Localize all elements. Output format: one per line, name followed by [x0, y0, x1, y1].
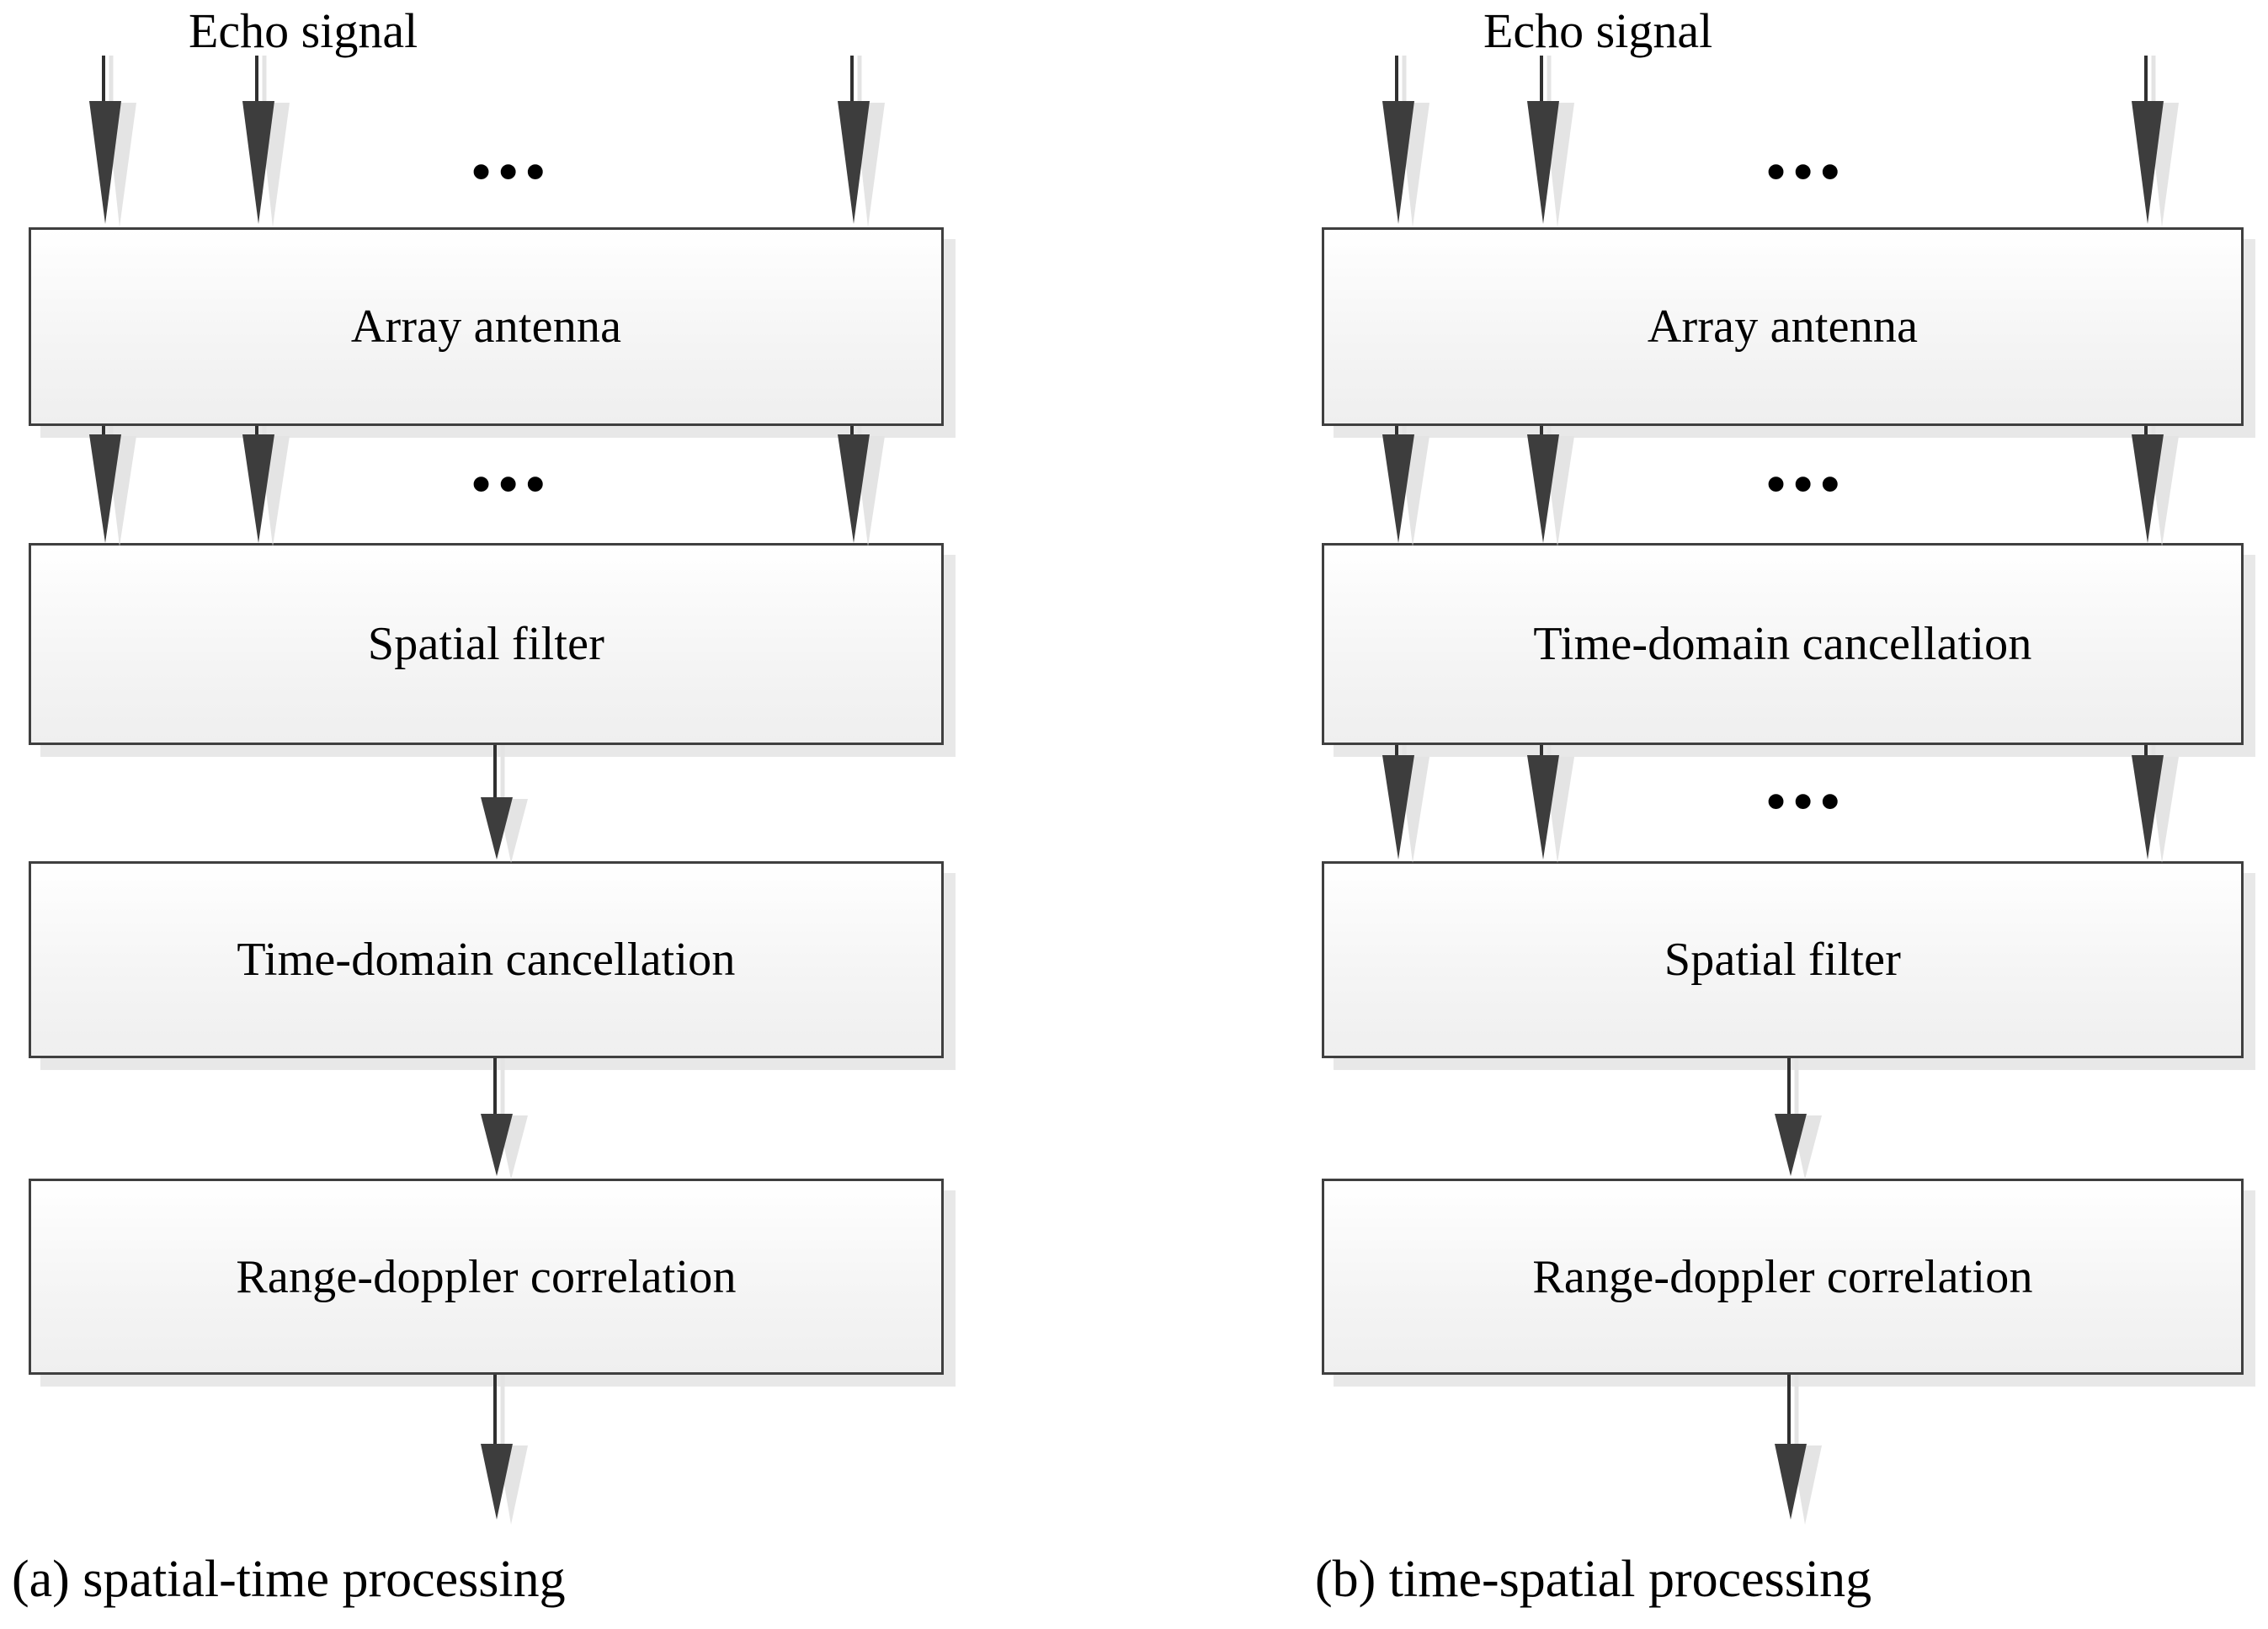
- panel-b-block-range-doppler-correlation: Range-doppler correlation: [1322, 1179, 2244, 1375]
- panel-b-block-time-domain-cancellation: Time-domain cancellation: [1322, 543, 2244, 745]
- panel-b-input-arrow-1: [1381, 56, 1440, 229]
- panel-a-output-arrow: [479, 1375, 538, 1526]
- panel-a-block-4-label: Range-doppler correlation: [236, 1250, 737, 1303]
- panel-b-flow2-arrow-3: [2130, 426, 2189, 548]
- panel-b-block-spatial-filter: Spatial filter: [1322, 861, 2244, 1058]
- panel-b-block-array-antenna: Array antenna: [1322, 227, 2244, 426]
- panel-a-flow4-arrow: [479, 1058, 538, 1181]
- panel-a-block-range-doppler-correlation: Range-doppler correlation: [29, 1179, 944, 1375]
- panel-b-block-4-label: Range-doppler correlation: [1532, 1250, 2033, 1303]
- panel-a-input-arrow-3: [836, 56, 895, 229]
- panel-a-ellipsis-2: •••: [471, 454, 553, 515]
- panel-b-flow3-arrow-3: [2130, 745, 2189, 865]
- panel-b-block-3-label: Spatial filter: [1664, 934, 1902, 986]
- panel-a-ellipsis-1: •••: [471, 141, 553, 203]
- panel-a-block-spatial-filter: Spatial filter: [29, 543, 944, 745]
- panel-b-ellipsis-1: •••: [1766, 141, 1848, 203]
- panel-a-block-2-label: Spatial filter: [367, 618, 605, 670]
- panel-a-flow2-arrow-1: [88, 426, 146, 548]
- panel-b-input-arrow-2: [1525, 56, 1584, 229]
- panel-a-block-time-domain-cancellation: Time-domain cancellation: [29, 861, 944, 1058]
- panel-a-input-arrow-1: [88, 56, 146, 229]
- panel-b-caption: (b) time-spatial processing: [1315, 1551, 1872, 1608]
- panel-a-echo-signal-label: Echo signal: [189, 3, 418, 58]
- panel-a-input-arrow-2: [241, 56, 300, 229]
- panel-a-caption: (a) spatial-time processing: [12, 1551, 566, 1608]
- panel-a-block-array-antenna: Array antenna: [29, 227, 944, 426]
- panel-a-flow2-arrow-2: [241, 426, 300, 548]
- panel-b-flow3-arrow-2: [1525, 745, 1584, 865]
- panel-a-block-3-label: Time-domain cancellation: [237, 934, 736, 986]
- panel-b-flow2-arrow-1: [1381, 426, 1440, 548]
- panel-b-flow3-arrow-1: [1381, 745, 1440, 865]
- panel-b-input-arrow-3: [2130, 56, 2189, 229]
- panel-b-output-arrow: [1773, 1375, 1832, 1526]
- panel-b-flow2-arrow-2: [1525, 426, 1584, 548]
- panel-a-flow3-arrow: [479, 745, 538, 865]
- panel-b-block-2-label: Time-domain cancellation: [1533, 618, 2032, 670]
- panel-b-ellipsis-2: •••: [1766, 454, 1848, 515]
- panel-b-flow4-arrow: [1773, 1058, 1832, 1181]
- panel-b-ellipsis-3: •••: [1766, 771, 1848, 833]
- panel-a-flow2-arrow-3: [836, 426, 895, 548]
- panel-b-echo-signal-label: Echo signal: [1483, 3, 1713, 58]
- panel-a-block-1-label: Array antenna: [350, 301, 622, 353]
- panel-b-block-1-label: Array antenna: [1647, 301, 1919, 353]
